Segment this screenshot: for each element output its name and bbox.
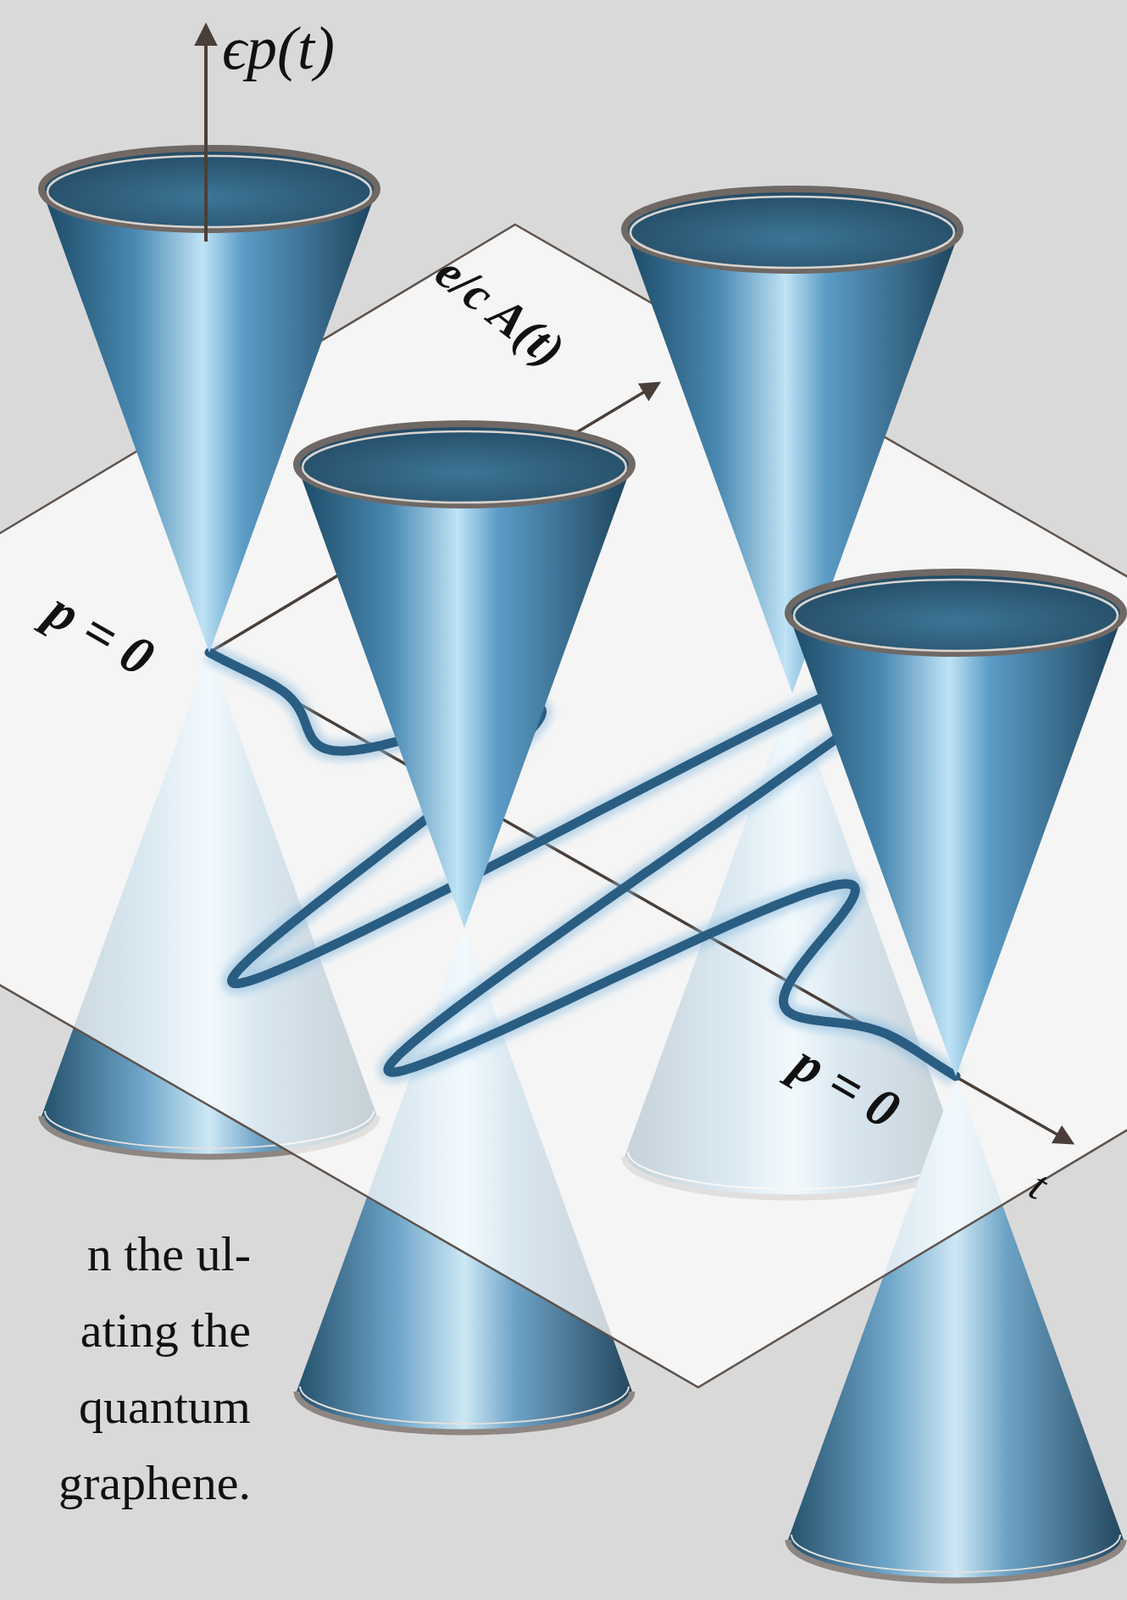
cone-base-ring bbox=[299, 1386, 629, 1424]
cone-rim bbox=[630, 196, 955, 268]
caption-fragment: graphene. bbox=[58, 1455, 251, 1511]
upper-cones bbox=[41, 148, 1124, 1077]
upper-cone bbox=[296, 464, 633, 928]
upper-cone bbox=[41, 188, 378, 653]
cone-rim bbox=[296, 423, 633, 506]
cone-rim bbox=[41, 148, 378, 230]
cone-rim bbox=[788, 571, 1124, 654]
cone-rim bbox=[302, 431, 627, 503]
caption-fragment: ating the bbox=[80, 1303, 251, 1358]
cone-rim bbox=[793, 579, 1118, 651]
axis-label: ϵp(t) bbox=[222, 15, 335, 83]
caption-fragment: quantum bbox=[78, 1379, 251, 1434]
caption-fragment: n the ul- bbox=[87, 1226, 251, 1282]
energy-axis bbox=[204, 27, 208, 242]
cone-rim bbox=[624, 188, 961, 271]
cone-rim bbox=[47, 155, 372, 228]
upper-cone bbox=[788, 612, 1124, 1077]
cone-base-ring bbox=[791, 1534, 1121, 1572]
